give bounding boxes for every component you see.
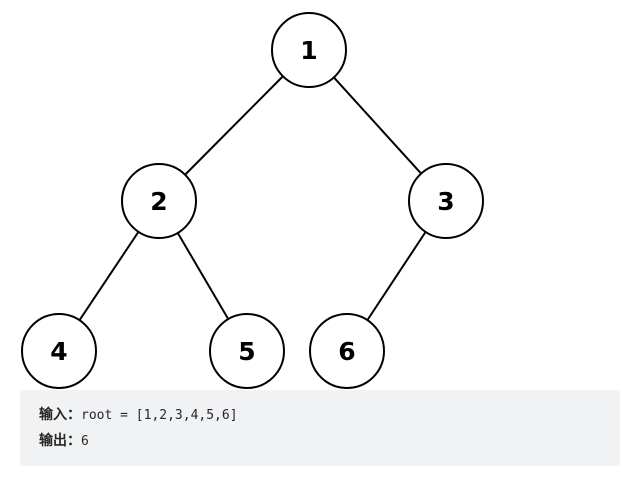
output-value: 6 [81,434,89,449]
tree-node-label: 2 [150,187,167,216]
binary-tree-diagram: 1 2 3 4 5 6 [21,12,484,389]
tree-node-circle [309,313,385,389]
tree-node-label: 4 [50,337,67,366]
tree-node-circle [121,163,197,239]
example-input-line: 输入：root = [1,2,3,4,5,6] [39,406,238,425]
example-box: 输入：root = [1,2,3,4,5,6] 输出：6 [20,390,620,466]
tree-node-5: 5 [209,313,285,389]
tree-node-3: 3 [408,163,484,239]
tree-edge-n3-n6 [366,231,427,321]
tree-node-circle [21,313,97,389]
tree-node-2: 2 [121,163,197,239]
tree-node-4: 4 [21,313,97,389]
tree-node-label: 5 [238,337,255,366]
tree-node-1: 1 [271,12,347,88]
tree-node-circle [209,313,285,389]
tree-node-label: 1 [300,36,317,65]
input-value: root = [1,2,3,4,5,6] [81,408,238,423]
tree-node-label: 3 [437,187,454,216]
tree-edge-n1-n2 [184,75,284,176]
input-label: 输入： [39,407,81,423]
tree-edges [78,75,427,321]
example-output-line: 输出：6 [39,432,89,451]
tree-node-6: 6 [309,313,385,389]
tree-node-label: 6 [338,337,355,366]
tree-edge-n2-n5 [176,232,230,320]
tree-edge-n2-n4 [78,231,140,321]
output-label: 输出： [39,433,81,449]
tree-nodes: 1 2 3 4 5 6 [21,12,484,389]
tree-node-circle [408,163,484,239]
tree-edge-n1-n3 [333,76,422,175]
tree-node-circle [271,12,347,88]
